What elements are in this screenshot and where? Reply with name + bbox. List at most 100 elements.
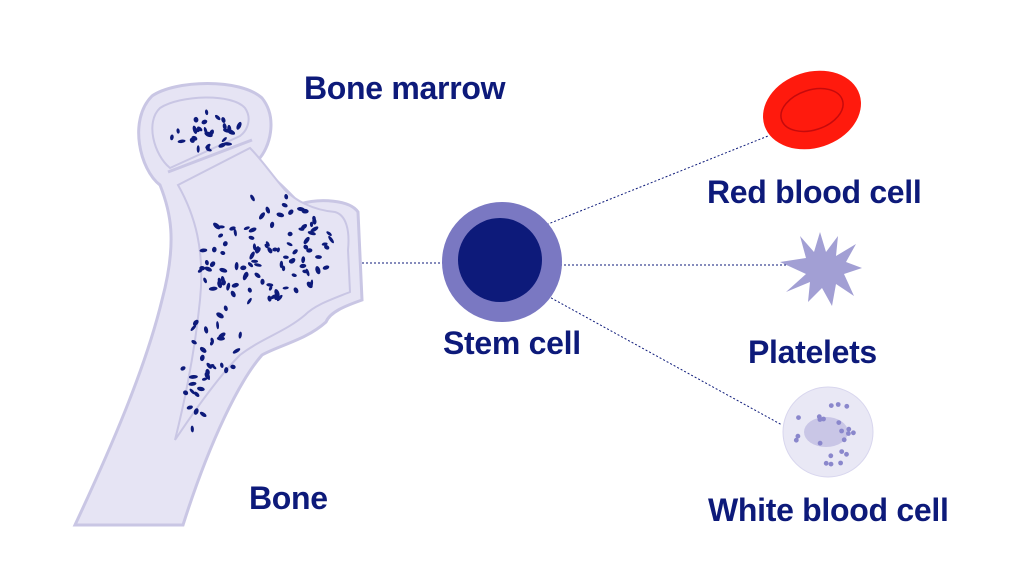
connector-lines [358,135,798,426]
marrow-spot [188,374,198,379]
marrow-spot [213,222,221,230]
wbc-granule [793,437,799,443]
wbc-granule [816,414,822,420]
marrow-spot [219,267,228,273]
marrow-spot [315,255,322,259]
marrow-spot [205,143,211,149]
platelet-icon [780,232,862,306]
marrow-spot [233,228,237,237]
wbc-granule [838,460,843,466]
red-blood-cell-label: Red blood cell [707,174,922,210]
marrow-spots [170,109,334,433]
marrow-spot [242,271,249,281]
marrow-spot [214,114,221,121]
marrow-spot [236,121,242,130]
connector-stem-to-wbc [543,293,783,426]
marrow-spot [204,266,212,272]
marrow-spot [221,137,227,143]
wbc-granule [795,433,801,439]
marrow-spot [227,129,236,135]
marrow-spot [216,321,220,330]
marrow-spot [299,263,307,269]
marrow-spot [199,411,207,418]
marrow-spot [180,366,186,371]
wbc-granule [844,451,849,457]
marrow-spot [194,391,200,397]
rbc-center [780,87,844,133]
wbc-granule [839,428,844,434]
wbc-granule [823,460,829,466]
marrow-spot [288,209,294,215]
marrow-spot [222,123,227,130]
marrow-spot [238,331,242,339]
marrow-spot [204,259,209,266]
marrow-spot [254,263,262,267]
marrow-spot [216,336,225,341]
marrow-spot [203,127,208,135]
marrow-spot [248,227,257,233]
marrow-spot [196,145,200,153]
marrow-spot [193,408,199,415]
marrow-spot [190,324,197,331]
platelet-body [780,232,862,306]
marrow-spot [272,247,278,252]
marrow-spot [310,226,319,233]
wbc-granule [828,403,834,408]
wbc-granules [793,402,856,467]
wbc-nucleus [804,417,848,447]
marrow-spot [264,243,269,249]
marrow-spot [209,129,214,136]
marrow-spot [199,265,206,271]
marrow-spot [298,227,305,231]
marrow-spot [250,194,255,202]
marrow-spot [268,285,273,291]
marrow-spot [276,212,285,218]
marrow-spot [265,206,271,214]
stem-cell-label: Stem cell [443,325,581,361]
marrow-spot [226,282,231,291]
marrow-spot [281,265,286,272]
wbc-granule [817,440,823,446]
marrow-spot [206,148,212,152]
marrow-spot [218,233,224,238]
marrow-spot [247,287,252,293]
marrow-spot [197,386,205,392]
marrow-spot [203,277,207,284]
marrow-spot [255,247,261,254]
shaft-marrow-region [174,146,352,441]
marrow-spot [248,235,255,240]
marrow-spot [199,248,208,253]
wbc-granule [828,461,834,467]
wbc-granule [851,430,856,436]
marrow-spot [231,282,239,288]
marrow-spot [230,364,236,370]
marrow-spot [201,377,208,381]
head-marrow-region [151,96,250,170]
marrow-spot [216,312,224,319]
wbc-granule [846,426,852,432]
wbc-granule [844,403,850,409]
marrow-spot [281,202,288,208]
marrow-spot [209,340,214,346]
marrow-spot [232,348,241,354]
marrow-spot [251,259,259,263]
wbc-granule [846,431,851,436]
marrow-spot [269,221,275,229]
marrow-spot [247,262,254,268]
marrow-spot [186,405,193,410]
marrow-spot [303,236,310,245]
marrow-spot [306,248,313,253]
marrow-spot [223,305,228,312]
marrow-spot [203,326,209,334]
marrow-spot [189,388,196,395]
marrow-spot [260,278,265,285]
wbc-granule [828,453,834,459]
marrow-spot [208,286,218,291]
marrow-spot [220,362,224,368]
connector-stem-to-rbc [542,135,769,227]
marrow-spot [282,286,289,290]
marrow-spot [322,265,330,270]
marrow-spot [230,290,236,298]
marrow-spot [283,255,289,259]
